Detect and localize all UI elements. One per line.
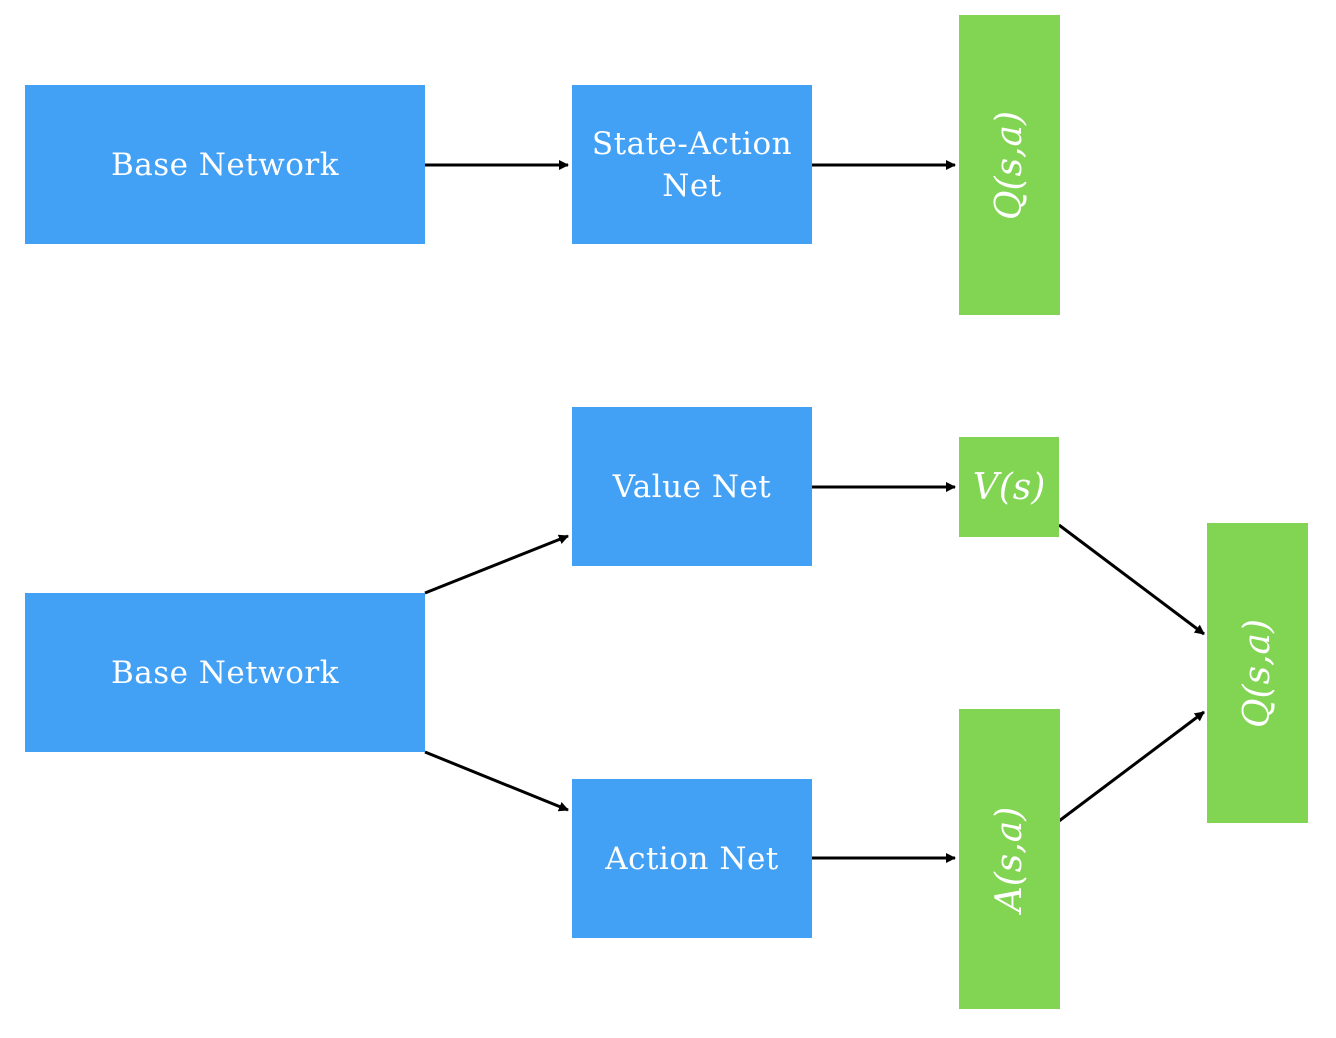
bottom-base-network-label: Base Network [110,654,340,691]
state-action-net-label-line2: Net [662,167,722,204]
arrow-base-to-value-net [424,534,569,595]
value-net-label: Value Net [612,468,772,505]
top-q-output-label: Q(s,a) [989,110,1031,220]
bottom-q-output-box: Q(s,a) [1207,523,1308,823]
action-net-label: Action Net [605,840,779,877]
state-action-net-box: State-Action Net [572,85,812,244]
arrow-v-to-q [1058,523,1205,636]
top-base-network-box: Base Network [25,85,425,244]
bottom-base-network-box: Base Network [25,593,425,752]
top-base-network-label: Base Network [110,146,340,183]
a-output-box: A(s,a) [959,709,1060,1009]
v-output-label: V(s) [972,466,1046,508]
state-action-net-label: State-Action Net [592,123,792,207]
arrow-base-to-action-net [424,750,569,812]
action-net-box: Action Net [572,779,812,938]
value-net-box: Value Net [572,407,812,566]
v-output-box: V(s) [959,437,1059,537]
arrow-a-to-q [1058,710,1205,823]
top-q-output-box: Q(s,a) [959,15,1060,315]
a-output-label: A(s,a) [989,806,1030,912]
state-action-net-label-line1: State-Action [591,125,793,162]
bottom-q-output-label: Q(s,a) [1237,618,1279,728]
